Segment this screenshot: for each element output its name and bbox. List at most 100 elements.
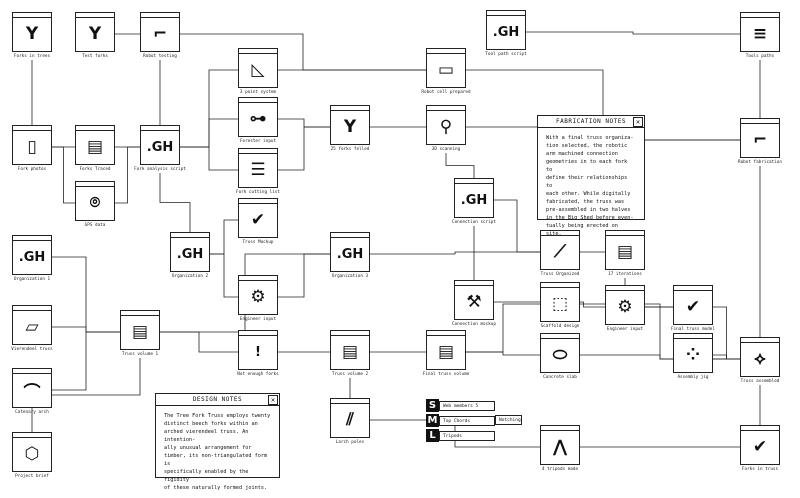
node-label: Assembly jig (677, 375, 709, 380)
node-fork-analysis-script[interactable]: .GH (140, 125, 180, 165)
fabrication-notes-close-icon[interactable]: ✕ (633, 117, 643, 127)
node-concrete-slab[interactable]: ⬭ (540, 333, 580, 373)
node-title-bar (427, 106, 465, 111)
check-icon: ✔ (685, 297, 701, 317)
node-3d-scanning[interactable]: ⚲ (426, 105, 466, 145)
3dm-file-icon: ▤ (131, 322, 149, 342)
design-notes-close-icon[interactable]: ✕ (268, 395, 278, 405)
node-truss-volume-2[interactable]: ▤ (330, 330, 370, 370)
node-truss-mockup[interactable]: ✔ (238, 198, 278, 238)
node-title-bar (331, 233, 369, 238)
phone-icon: ▯ (27, 137, 37, 157)
sml-m-label: Top Chords (439, 416, 495, 426)
slab-icon: ⬭ (552, 345, 568, 365)
node-title-bar (741, 119, 779, 124)
node-gps-data[interactable]: ⌾ (75, 181, 115, 221)
node-title-bar (674, 286, 712, 291)
connection-wire (180, 69, 238, 148)
node-forks-in-truss[interactable]: ✔ (740, 425, 780, 465)
node-robot-cell-prepared[interactable]: ▭ (426, 48, 466, 88)
node-label: Tools paths (745, 54, 775, 59)
node-engineer-input-1[interactable]: ⚙ (238, 275, 278, 315)
node-title-bar (741, 338, 779, 343)
parallelogram-icon: ▱ (25, 317, 39, 337)
node-truss-organized[interactable]: ⟋ (540, 230, 580, 270)
connection-wire (210, 219, 238, 255)
node-final-truss-model[interactable]: ✔ (673, 285, 713, 325)
connection-wire (180, 33, 426, 71)
3dm-file-icon: ▤ (341, 342, 359, 362)
node-label: Forester input (239, 139, 277, 144)
node-title-bar (141, 126, 179, 131)
gear-icon: ⚙ (617, 297, 633, 317)
node-truss-volume-1[interactable]: ▤ (120, 310, 160, 350)
node-label: GPS data (84, 223, 106, 228)
node-title-bar (331, 106, 369, 111)
node-not-enough-forks[interactable]: ! (238, 330, 278, 370)
node-title-bar (455, 179, 493, 184)
node-label: Connection mockup (452, 322, 496, 327)
node-larch-poles[interactable]: ⫽ (330, 398, 370, 438)
node-title-bar (13, 13, 51, 18)
node-connection-mockup[interactable]: ⚒ (454, 280, 494, 320)
design-notes-panel[interactable]: DESIGN NOTES ✕ The Tree Fork Truss emplo… (155, 393, 280, 491)
node-gh-tool-path[interactable]: .GH (486, 10, 526, 50)
node-title-bar (741, 13, 779, 18)
node-fork-photos[interactable]: ▯ (12, 125, 52, 165)
node-forks-traced[interactable]: ▤ (75, 125, 115, 165)
node-icon-text: .GH (176, 246, 204, 262)
node-forks-felled[interactable]: Y (330, 105, 370, 145)
robot-cell-icon: ▭ (437, 60, 455, 80)
fabrication-notes-panel[interactable]: FABRICATION NOTES ✕ With a final truss o… (537, 115, 645, 237)
node-three-point-system[interactable]: ◺ (238, 48, 278, 88)
robot-arm-icon: ⌐ (752, 130, 768, 150)
node-title-bar (331, 331, 369, 336)
node-label: Fork cutting list (236, 190, 280, 195)
node-truss-assembled[interactable]: ⟡ (740, 337, 780, 377)
connection-wire (278, 118, 330, 128)
node-catenary-arch[interactable]: ⌒ (12, 368, 52, 408)
letter-l: L (426, 429, 439, 442)
node-organization-3[interactable]: .GH (330, 232, 370, 272)
node-final-truss-volume[interactable]: ▤ (426, 330, 466, 370)
node-iterations[interactable]: ▤ (605, 230, 645, 270)
node-tools-paths[interactable]: ≡ (740, 12, 780, 52)
node-forks-in-trees[interactable]: Y (12, 12, 52, 52)
connection-wire (466, 351, 540, 356)
scan-branch-icon: ⚲ (439, 117, 453, 137)
connection-wire (159, 173, 191, 232)
node-organization-2[interactable]: .GH (170, 232, 210, 272)
node-project-brief[interactable]: ⬡ (12, 432, 52, 472)
node-title-bar (541, 334, 579, 339)
truss-line-icon: ⟋ (554, 242, 566, 262)
node-test-forks[interactable]: Y (75, 12, 115, 52)
node-fork-cutting-list[interactable]: ☰ (238, 148, 278, 188)
node-label: Vierendeel truss (11, 347, 53, 352)
node-label: 3D scanning (431, 147, 461, 152)
node-label: Organization 1 (13, 277, 51, 282)
3dm-file-icon: ▤ (437, 342, 455, 362)
3dm-file-icon: ▤ (616, 242, 634, 262)
node-robot-testing[interactable]: ⌐ (140, 12, 180, 52)
node-label: 25 forks felled (330, 147, 370, 152)
node-engineer-input-2[interactable]: ⚙ (605, 285, 645, 325)
cube-icon: ⬡ (24, 444, 40, 464)
connection-wire (52, 326, 120, 333)
node-robot-fabrication[interactable]: ⌐ (740, 118, 780, 158)
scaffold-icon: ⬚ (551, 294, 569, 314)
node-title-bar (171, 233, 209, 238)
node-vierendeel-truss[interactable]: ▱ (12, 305, 52, 345)
tripod-icon: ⋀ (552, 437, 568, 457)
node-title-bar (76, 126, 114, 131)
node-label: Organization 3 (331, 274, 369, 279)
node-tripods-made[interactable]: ⋀ (540, 425, 580, 465)
node-organization-1[interactable]: .GH (12, 235, 52, 275)
node-assembly-jig[interactable]: ⁘ (673, 333, 713, 373)
sml-l-label: Tripods (439, 431, 495, 441)
node-connection-script[interactable]: .GH (454, 178, 494, 218)
node-scaffold-design[interactable]: ⬚ (540, 282, 580, 322)
node-forester-input[interactable]: ⊶ (238, 97, 278, 137)
node-title-bar (239, 276, 277, 281)
connection-wire (52, 331, 120, 391)
node-title-bar (606, 286, 644, 291)
